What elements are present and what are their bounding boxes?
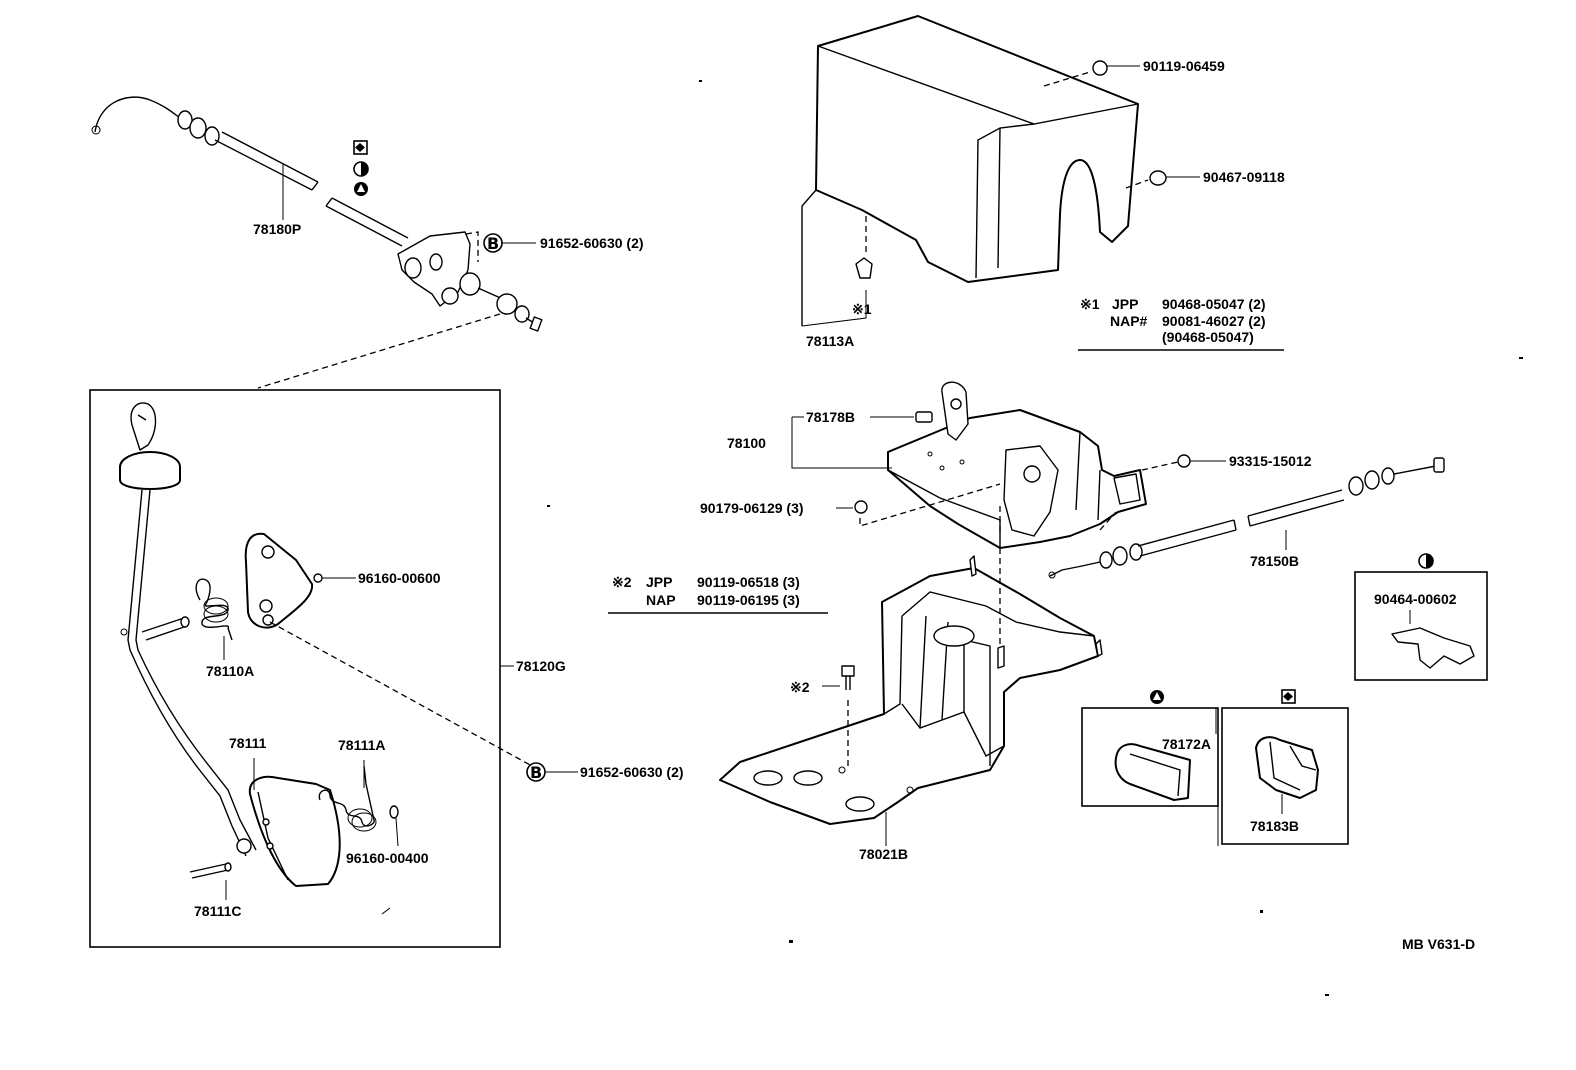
label-78178B: 78178B bbox=[806, 409, 855, 425]
label-78111C: 78111C bbox=[194, 903, 242, 919]
label-78100: 78100 bbox=[727, 435, 766, 451]
label-96160-00600: 96160-00600 bbox=[358, 570, 441, 586]
pedal-cover bbox=[801, 15, 1139, 326]
svg-text:NAP: NAP bbox=[646, 592, 676, 608]
label-78113A: 78113A bbox=[806, 333, 854, 349]
label-78172A: 78172A bbox=[1162, 736, 1211, 752]
svg-text:(90468-05047): (90468-05047) bbox=[1162, 329, 1254, 345]
svg-text:B: B bbox=[487, 234, 499, 253]
label-91652-60630-mid: 91652-60630 (2) bbox=[580, 764, 684, 780]
label-96160-00400: 96160-00400 bbox=[346, 850, 429, 866]
accelerator-cable-assembly bbox=[91, 96, 543, 389]
svg-text:90468-05047 (2): 90468-05047 (2) bbox=[1162, 296, 1266, 312]
label-90119-06459: 90119-06459 bbox=[1143, 58, 1225, 74]
label-90179-06129: 90179-06129 (3) bbox=[700, 500, 804, 516]
pedal-mounting-plate bbox=[244, 532, 314, 629]
label-78110A: 78110A bbox=[206, 663, 254, 679]
note-1-block: ※1 JPP 90468-05047 (2) NAP# 90081-46027 … bbox=[1078, 296, 1284, 351]
callout-note-1: ※1 bbox=[852, 301, 872, 317]
svg-text:NAP#: NAP# bbox=[1110, 313, 1148, 329]
pedal-assembly-frame bbox=[89, 389, 501, 948]
clip-box-half-circle bbox=[1354, 553, 1488, 681]
svg-text:JPP: JPP bbox=[1112, 296, 1138, 312]
label-78150B: 78150B bbox=[1250, 553, 1299, 569]
svg-text:※2: ※2 bbox=[612, 574, 632, 590]
pedal-return-spring bbox=[318, 765, 377, 832]
scan-specks bbox=[547, 80, 1523, 996]
callout-note-2: ※2 bbox=[790, 679, 810, 695]
pivot-pin-and-spring bbox=[141, 578, 233, 641]
label-78111A: 78111A bbox=[338, 737, 386, 753]
label-78120G: 78120G bbox=[516, 658, 566, 674]
accelerator-pedal-pad bbox=[248, 775, 341, 887]
figure-code: MB V631-D bbox=[1402, 936, 1475, 952]
svg-text:90119-06195 (3): 90119-06195 (3) bbox=[697, 592, 800, 608]
label-90464-00602: 90464-00602 bbox=[1374, 591, 1457, 607]
svg-text:※1: ※1 bbox=[1080, 296, 1100, 312]
label-91652-60630-top: 91652-60630 (2) bbox=[540, 235, 644, 251]
throttle-cable bbox=[1048, 457, 1445, 579]
svg-text:B: B bbox=[530, 763, 542, 782]
label-93315-15012: 93315-15012 bbox=[1229, 453, 1312, 469]
b-marker-top: B bbox=[483, 233, 503, 253]
label-78111: 78111 bbox=[229, 735, 267, 751]
accelerator-pedal-arm bbox=[119, 402, 257, 857]
label-90467-09118: 90467-09118 bbox=[1203, 169, 1285, 185]
label-78180P: 78180P bbox=[253, 221, 301, 237]
variant-symbols bbox=[353, 140, 369, 196]
svg-text:90081-46027 (2): 90081-46027 (2) bbox=[1162, 313, 1266, 329]
clip-box-triangle bbox=[1081, 690, 1219, 807]
label-78021B: 78021B bbox=[859, 846, 908, 862]
pedal-bracket bbox=[887, 381, 1147, 549]
svg-text:JPP: JPP bbox=[646, 574, 672, 590]
note-2-block: ※2 JPP 90119-06518 (3) NAP 90119-06195 (… bbox=[608, 574, 828, 614]
b-marker-mid: B bbox=[526, 762, 546, 782]
svg-text:90119-06518 (3): 90119-06518 (3) bbox=[697, 574, 800, 590]
clip-box-diamond bbox=[1221, 689, 1349, 845]
label-78183B: 78183B bbox=[1250, 818, 1299, 834]
floor-base-bracket bbox=[719, 555, 1103, 825]
